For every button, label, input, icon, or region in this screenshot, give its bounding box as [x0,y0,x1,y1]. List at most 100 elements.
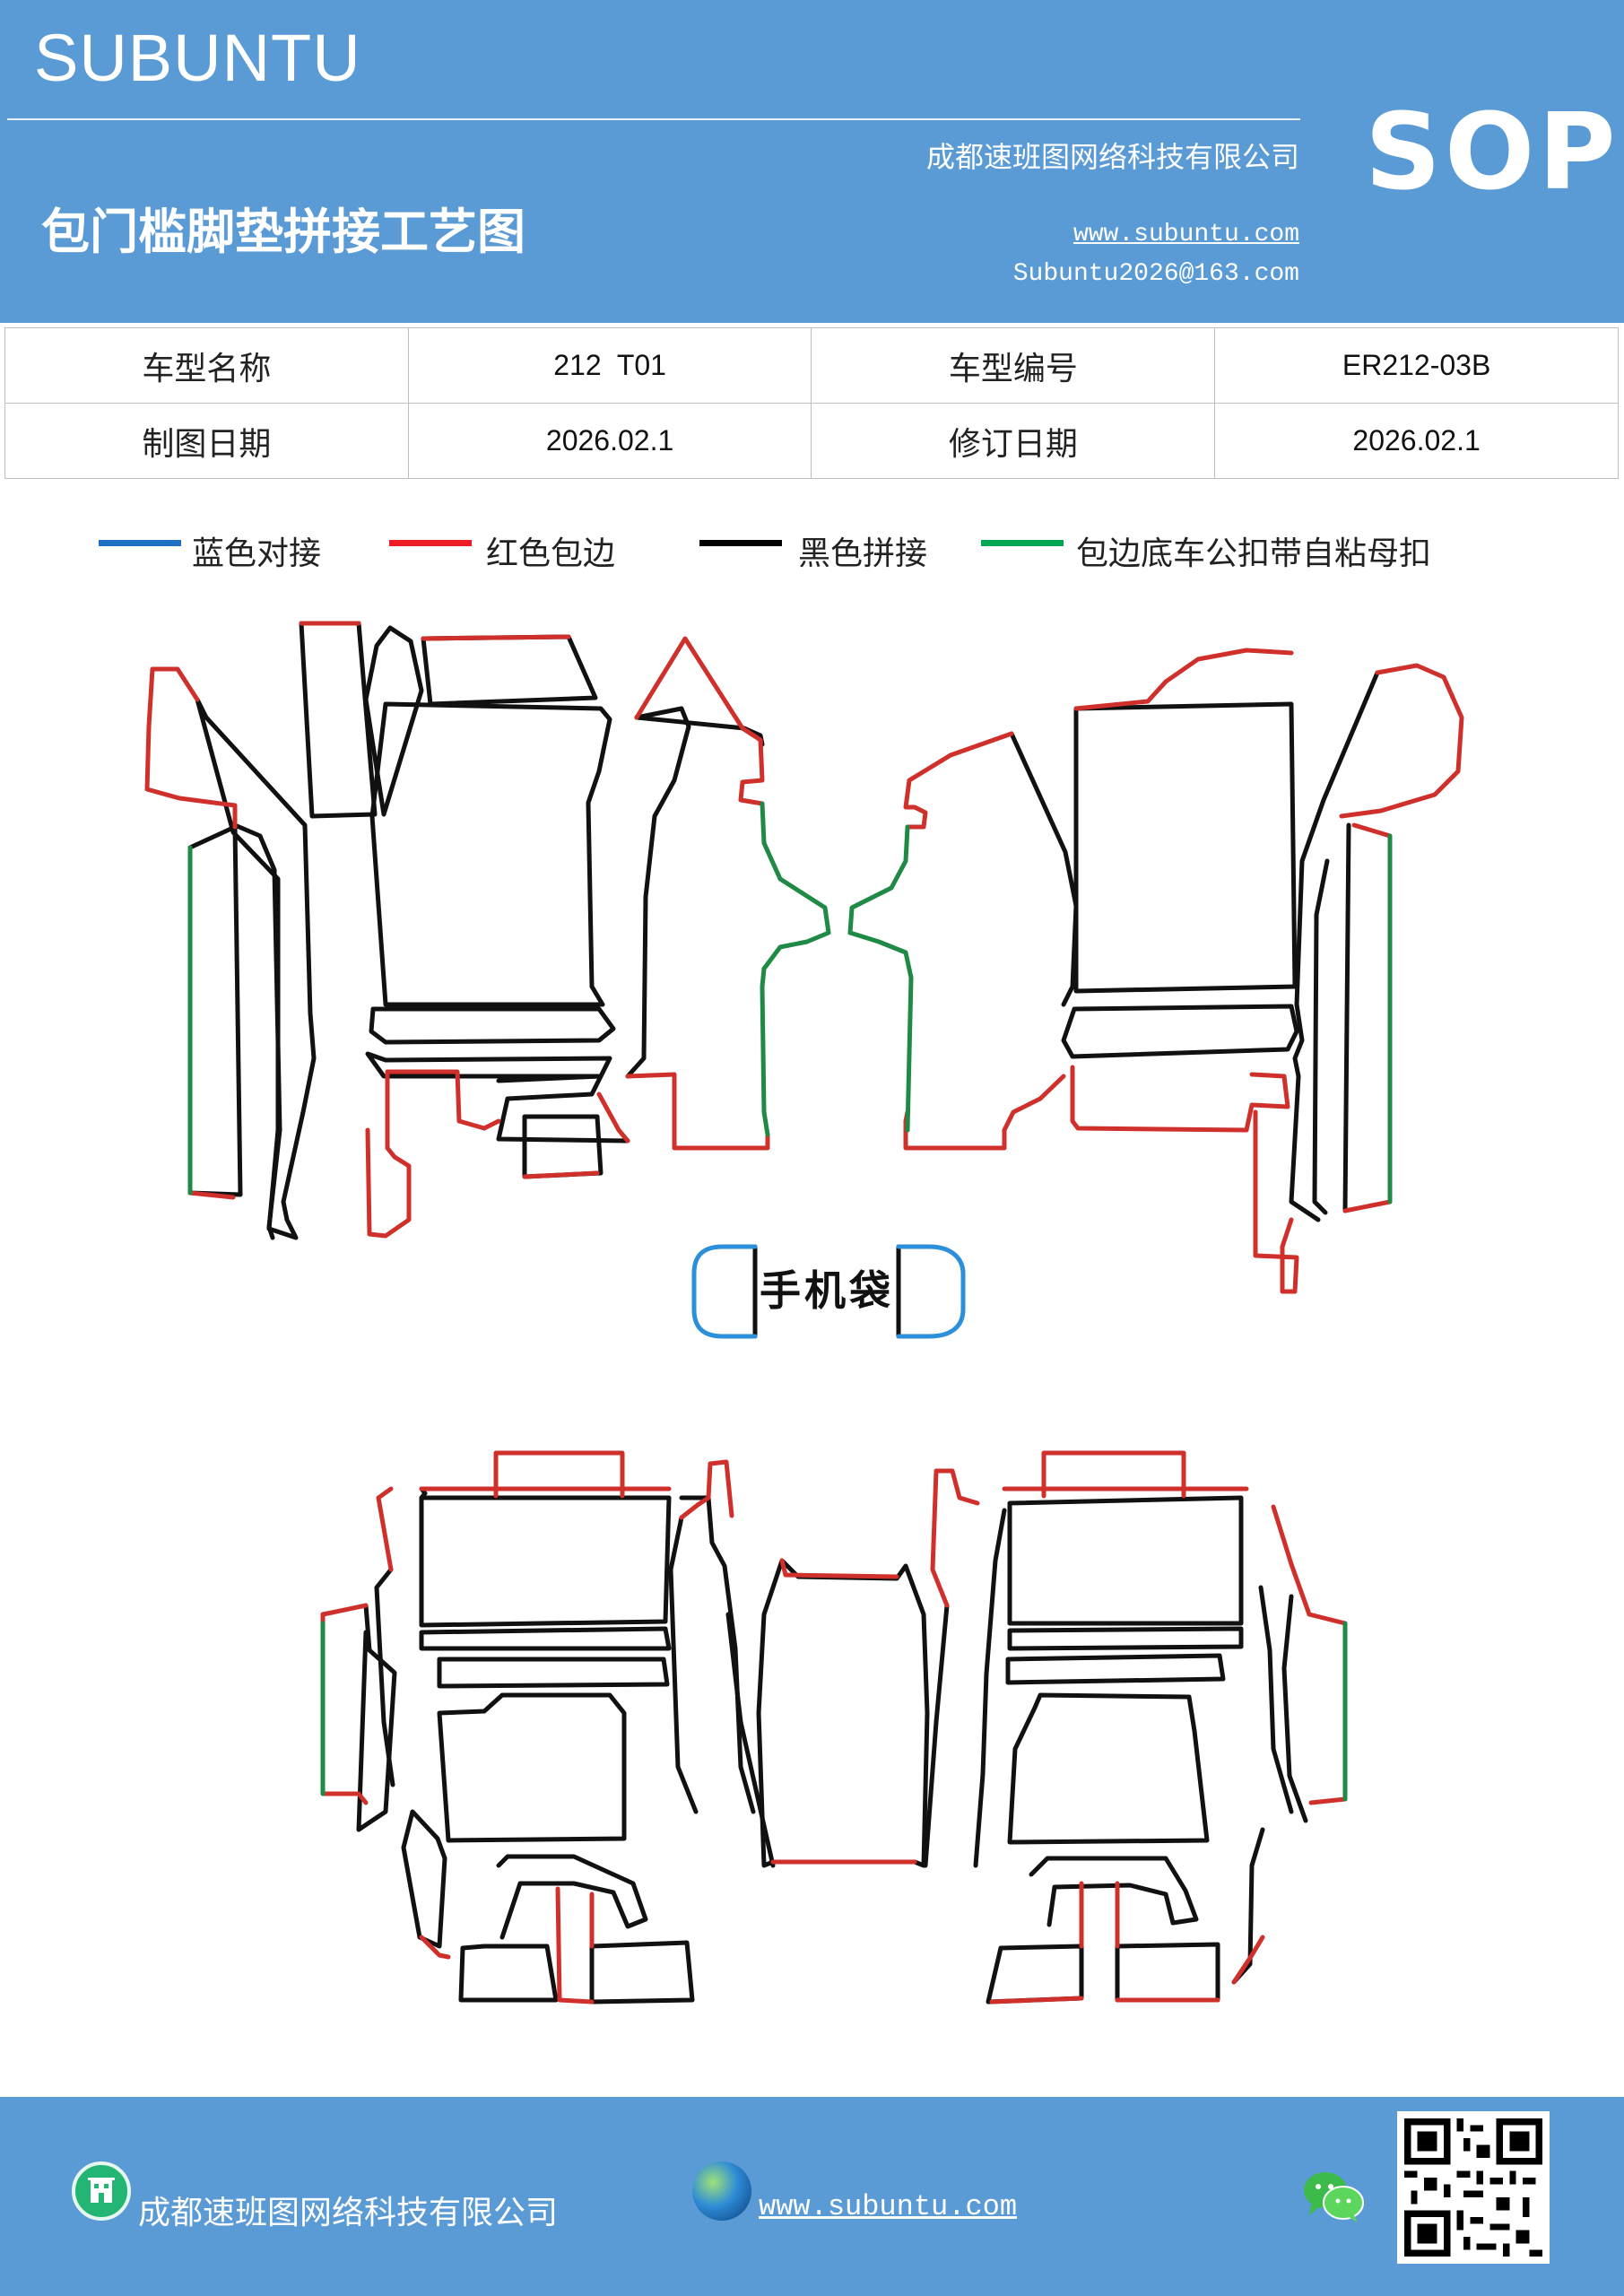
rear-right-heel-pad-a [986,1944,1084,2005]
value-model-name: 212 T01 [407,327,812,404]
header-divider [7,118,1300,120]
legend: 蓝色对接 红色包边 黑色拼接 包边底车公扣带自粘母扣 [0,527,1624,572]
red-edge [930,1468,980,1608]
footer-company-name: 成都速班图网络科技有限公司 [138,2195,559,2231]
red-edge [1231,1935,1265,1985]
footer: 成都速班图网络科技有限公司 www.subuntu.com [0,2097,1624,2296]
brand-name: SUBUNTU [34,21,361,95]
building-icon [72,2161,131,2221]
front-left-heel-pad [522,1114,604,1179]
table-row: 制图日期 2026.02.1 修订日期 2026.02.1 [4,403,1619,479]
rear-left-heel-pad-a [458,1944,559,2003]
red-edge [738,726,765,806]
rear-right-strip [1005,1653,1226,1685]
label-model-code: 车型编号 [811,327,1216,404]
rear-right-bar [1007,1626,1244,1651]
website-link[interactable]: www.subuntu.com [1073,221,1299,248]
rear-right-main-panel [1007,1495,1244,1626]
front-right-center-edge [1009,731,1079,1007]
mat-pattern-svg: 手机袋 [144,621,1464,2005]
red-edge [903,731,1014,830]
red-edge [625,1072,770,1151]
red-edge [493,1450,625,1499]
legend-label: 蓝色对接 [192,535,322,572]
table-row: 车型名称 212 T01 车型编号 ER212-03B [4,327,1619,404]
front-left-bar [369,1006,616,1045]
rear-centre-right-edge [923,1603,950,1868]
red-edge [365,1069,412,1239]
red-edge [1073,648,1294,711]
rear-left-side [356,1603,397,1832]
front-left-centre-edge [625,706,691,1079]
red-edge [1271,1504,1348,1626]
red-edge [421,634,571,641]
blue-butt-edges [691,1244,966,1339]
front-left-pedal [496,1074,630,1144]
front-left-sill [187,824,243,1197]
red-edge [419,1935,451,1960]
splicing-diagram: 手机袋 [0,592,1624,2081]
red-edge [144,666,238,830]
rear-left-strip [437,1657,670,1689]
red-edge [1308,1796,1348,1805]
phone-pocket-label: 手机袋 [760,1266,894,1315]
front-left-thin-bar [365,1051,612,1079]
red-edge [989,1996,1084,2005]
red-edge [385,1069,501,1131]
front-right-side-inner [1312,858,1330,1215]
rear-left-side-lower [401,1809,447,1949]
red-edge [187,1190,236,1200]
red-edge [634,636,745,731]
red-edge [376,1486,394,1572]
red-edge [903,1074,1066,1151]
wechat-icon[interactable] [1302,2169,1365,2222]
red-edge [1070,1065,1290,1133]
label-model-name: 车型名称 [4,327,409,404]
front-left-strip [299,621,378,819]
front-left-side [195,697,317,1240]
rear-right-heel-arc [1029,1856,1199,1927]
red-edge [779,1558,899,1579]
legend-swatch-red [389,540,472,546]
red-edge [679,1459,734,1520]
red-edge [1041,1450,1186,1499]
red-edge [555,1886,595,2005]
qr-code [1397,2111,1550,2264]
value-revision-date: 2026.02.1 [1214,403,1619,479]
rear-left-side-inner [374,1567,395,1787]
red-edge [522,1170,600,1179]
legend-swatch-black [699,540,782,546]
document-title: 包门槛脚垫拼接工艺图 [41,204,525,260]
info-table: 车型名称 212 T01 车型编号 ER212-03B 制图日期 2026.02… [4,327,1619,479]
rear-left-floor [437,1692,627,1843]
rear-right-tunnel [973,1508,1007,1868]
phone-pocket-right-blue-edge [896,1244,966,1339]
red-edge [1339,663,1464,819]
rear-right-heel-pad-b [1115,1942,1220,2003]
front-right-side [1289,670,1380,1222]
red-edge [1253,1109,1299,1294]
footer-website-link[interactable]: www.subuntu.com [759,2190,1018,2223]
rear-left-tunnel-inner [668,1515,699,1814]
rear-centre-left-edge [725,1612,776,1868]
legend-label: 红色包边 [486,535,616,572]
legend-label: 包边底车公扣带自粘母扣 [1076,535,1432,572]
front-right-sill-edge [1342,822,1351,1213]
header: SUBUNTU 成都速班图网络科技有限公司 包门槛脚垫拼接工艺图 www.sub… [0,0,1624,323]
red-edge [1342,1199,1393,1213]
phone-pocket-left-blue-edge [691,1244,758,1339]
rear-right-side-inner [1281,1594,1308,1823]
rear-left-heel-arc [496,1854,648,1940]
rear-left-tunnel [679,1495,756,1814]
value-draw-date: 2026.02.1 [407,403,812,479]
legend-swatch-green [981,540,1064,546]
rear-left-heel-pad-b [589,1940,695,2005]
rear-left-main-panel [419,1495,672,1628]
front-right-bar [1061,1004,1299,1059]
legend-label: 黑色拼接 [798,535,928,572]
label-revision-date: 修订日期 [811,403,1216,479]
front-left-main-panel [369,701,612,1007]
qr-code-pattern [1404,2118,1542,2257]
sop-badge: SOP [1365,90,1620,213]
green-edge [847,824,914,1133]
